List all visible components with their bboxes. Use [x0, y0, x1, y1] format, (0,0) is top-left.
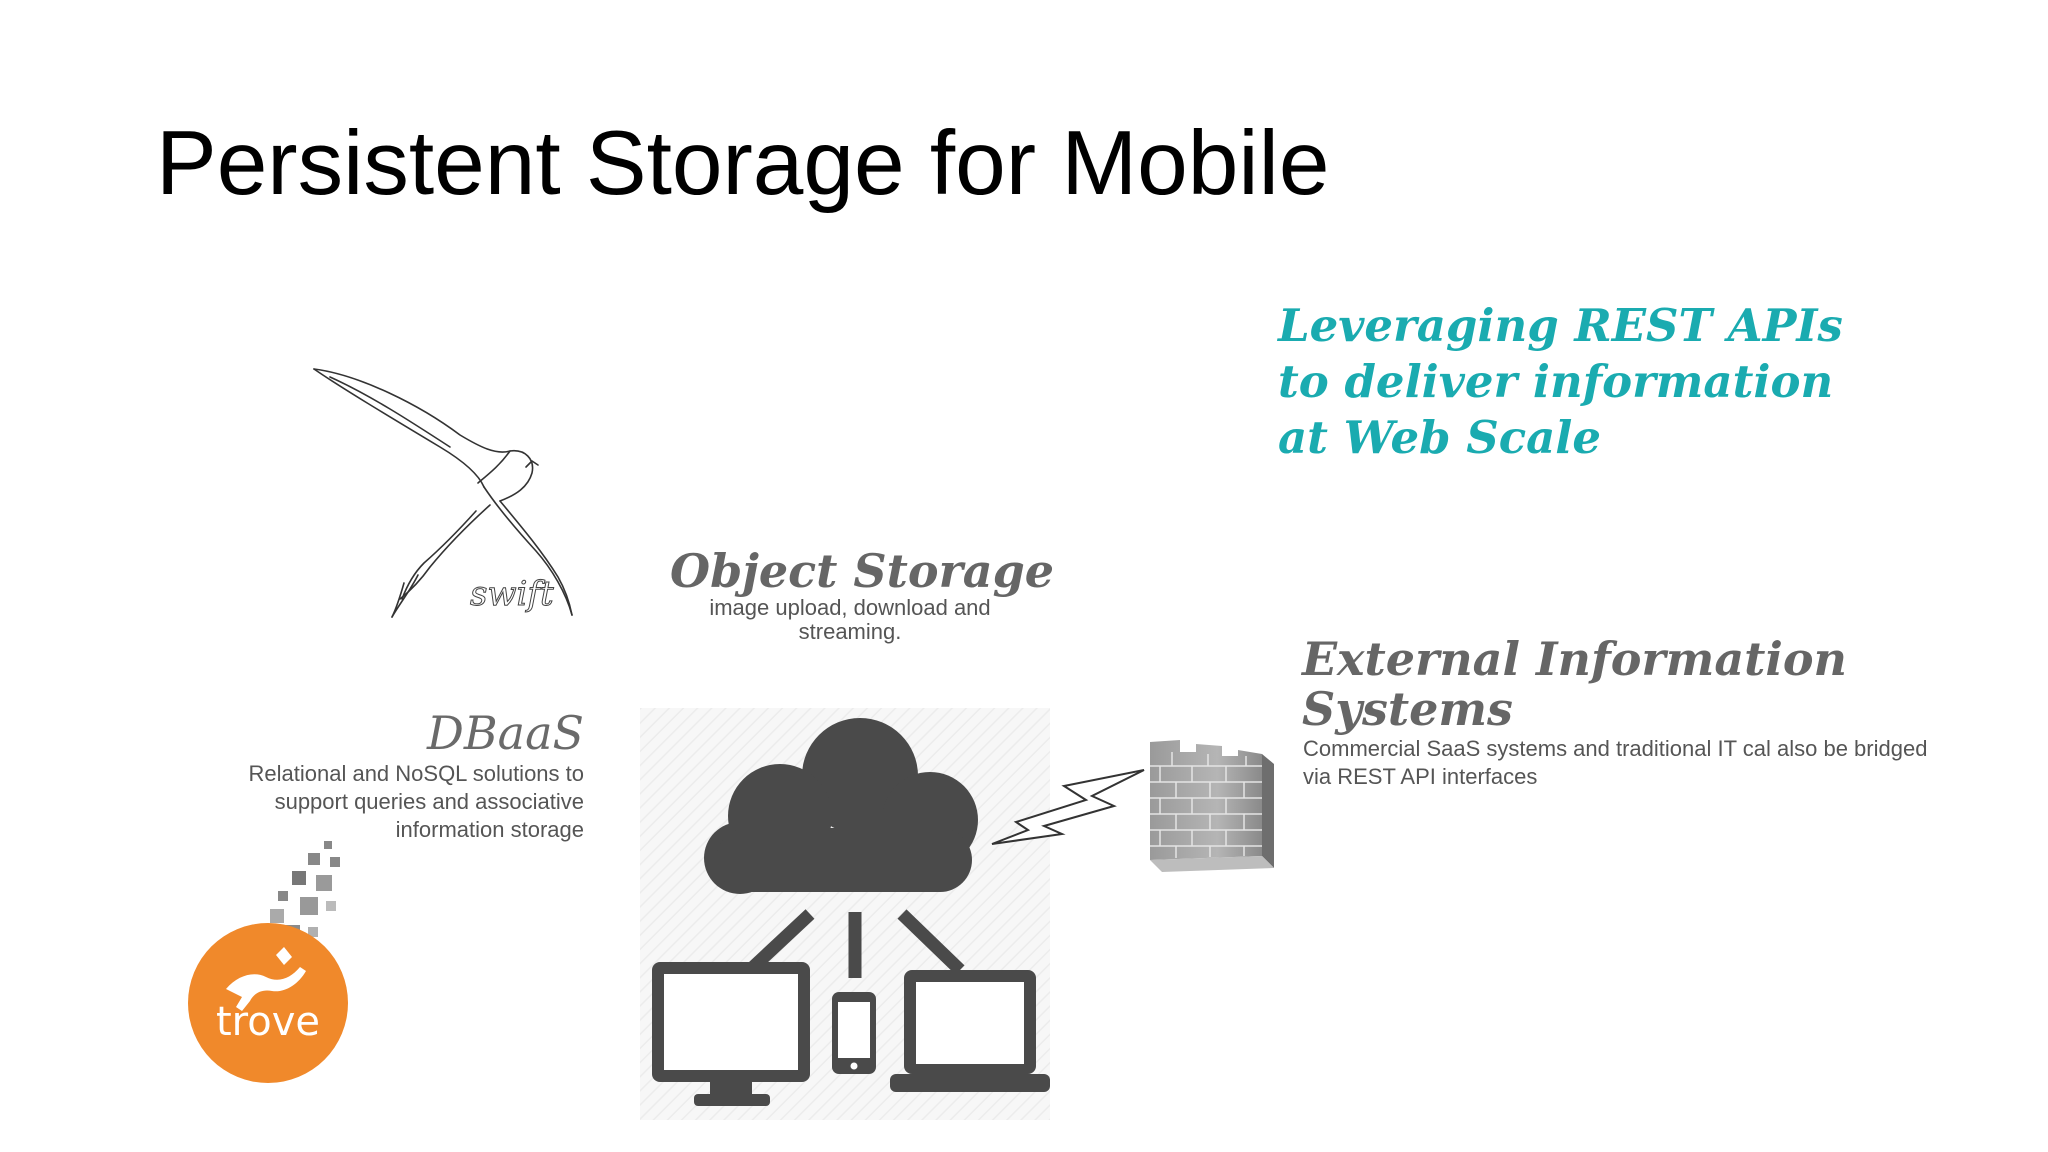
- external-heading-line: External Information: [1302, 632, 1847, 686]
- cloud-devices-icon: [640, 708, 1050, 1120]
- dbaas-description: Relational and NoSQL solutions to suppor…: [248, 761, 585, 842]
- trove-wordmark: trove: [216, 999, 320, 1045]
- swift-bird-logo: swift: [313, 368, 573, 618]
- object-storage-heading: Object Storage: [670, 544, 1055, 598]
- tagline: Leveraging REST APIs to deliver informat…: [1278, 298, 1958, 466]
- dbaas-heading: DBaaS: [426, 706, 584, 760]
- trove-logo: trove: [188, 841, 348, 1083]
- lightning-bolt-icon: [991, 769, 1145, 845]
- external-systems-heading: External Information Systems: [1302, 634, 1847, 734]
- external-heading-line: Systems: [1302, 682, 1513, 736]
- swift-wordmark: swift: [470, 574, 554, 614]
- external-systems-description: Commercial SaaS systems and traditional …: [1303, 736, 1928, 789]
- tagline-line: Leveraging REST APIs: [1278, 299, 1843, 352]
- tagline-line: at Web Scale: [1278, 411, 1602, 464]
- object-storage-description: image upload, download and streaming.: [709, 595, 991, 644]
- firewall-icon: [1150, 740, 1274, 872]
- slide-title: Persistent Storage for Mobile: [156, 113, 1330, 214]
- tagline-line: to deliver information: [1278, 355, 1834, 408]
